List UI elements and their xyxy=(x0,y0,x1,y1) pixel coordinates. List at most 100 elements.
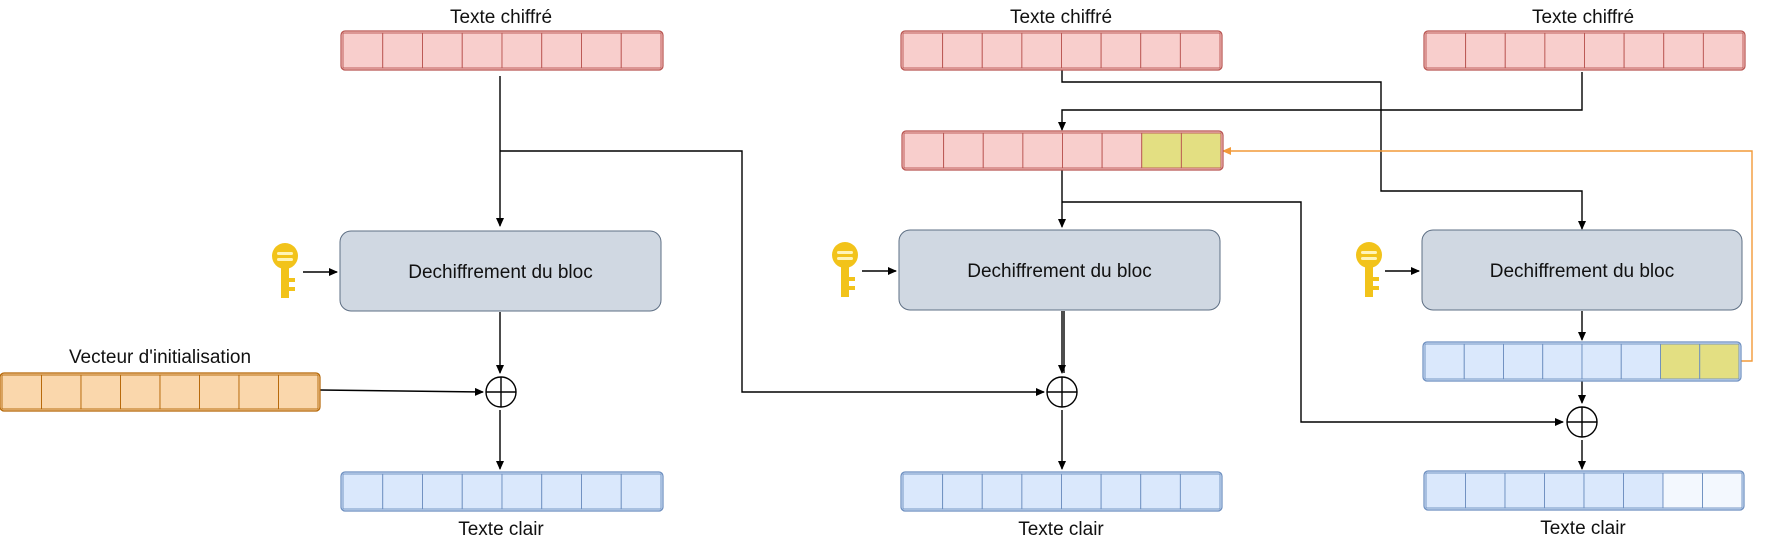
register-cell xyxy=(1702,32,1744,69)
register-cell xyxy=(1504,472,1545,509)
register-cell xyxy=(1699,343,1740,380)
register-cell xyxy=(1465,32,1506,69)
register-cell xyxy=(1623,32,1665,69)
register-cell xyxy=(943,132,984,169)
register-cell xyxy=(1620,343,1661,380)
register-cell xyxy=(1542,343,1583,380)
register-cell xyxy=(942,32,983,69)
register-cell xyxy=(1424,343,1465,380)
arrow-register-to-xor3 xyxy=(1062,201,1564,426)
register-cell xyxy=(620,32,662,69)
register-cell xyxy=(1623,472,1664,509)
register-cell xyxy=(1463,343,1504,380)
plaintext-label-3: Texte clair xyxy=(1540,518,1626,539)
register-cell xyxy=(1544,32,1585,69)
register-cell xyxy=(620,473,662,510)
register-cell xyxy=(1100,473,1142,510)
register-cell xyxy=(1660,343,1701,380)
register-cell xyxy=(501,32,543,69)
register-cell xyxy=(501,473,543,510)
key-icon xyxy=(1356,242,1382,297)
register-cell xyxy=(1061,32,1102,69)
register-cell xyxy=(1021,32,1062,69)
register-cell xyxy=(238,374,279,410)
register-cell xyxy=(1179,473,1221,510)
register-cell xyxy=(422,32,463,69)
iv-register xyxy=(0,372,321,412)
register-cell xyxy=(902,473,944,510)
register-cell xyxy=(581,32,622,69)
register-cell xyxy=(1140,473,1181,510)
ciphertext-register-3 xyxy=(1423,30,1746,71)
xor-icon xyxy=(485,376,517,408)
decrypt-block-3: Dechiffrement du bloc xyxy=(1421,229,1743,311)
connectors xyxy=(303,70,1586,470)
register-cell xyxy=(342,32,384,69)
ciphertext-label-2: Texte chiffré xyxy=(1010,7,1112,28)
registers xyxy=(0,30,1746,512)
plaintext-register-2 xyxy=(900,471,1223,512)
register-cell xyxy=(159,374,200,410)
register-cell xyxy=(1584,32,1625,69)
xor-icon xyxy=(1046,376,1078,408)
register-cell xyxy=(342,473,384,510)
feedback-arrow-output-to-register xyxy=(1222,147,1753,362)
register-cell xyxy=(41,374,82,410)
register-cell xyxy=(902,32,944,69)
key-icon xyxy=(832,242,858,297)
register-cell xyxy=(1179,32,1221,69)
ciphertext-register-1 xyxy=(340,30,664,71)
decrypt-block-2-label: Dechiffrement du bloc xyxy=(967,261,1151,282)
register-cell xyxy=(461,32,503,69)
plaintext-label-1: Texte clair xyxy=(458,519,544,540)
register-cell xyxy=(1425,472,1466,509)
ciphertext-label-3: Texte chiffré xyxy=(1532,7,1634,28)
iv-label: Vecteur d'initialisation xyxy=(69,347,251,368)
xor-icon xyxy=(1566,406,1598,438)
register-cell xyxy=(382,32,423,69)
register-cell xyxy=(1180,132,1222,169)
shift-register xyxy=(901,130,1224,171)
register-cell xyxy=(942,473,983,510)
register-cell xyxy=(981,473,1023,510)
register-cell xyxy=(903,132,945,169)
register-cell xyxy=(422,473,463,510)
arrow-ciphertext2-to-decrypt3 xyxy=(1061,70,1586,230)
plaintext-label-2: Texte clair xyxy=(1018,519,1104,540)
register-cell xyxy=(981,32,1023,69)
register-cell xyxy=(1425,32,1467,69)
register-cell xyxy=(278,374,319,410)
register-cell xyxy=(1702,472,1743,509)
register-cell xyxy=(1062,132,1103,169)
register-cell xyxy=(541,473,582,510)
decrypt-block-1-label: Dechiffrement du bloc xyxy=(408,262,592,283)
register-cell xyxy=(1141,132,1182,169)
register-cell xyxy=(1101,132,1143,169)
ciphertext-label-1: Texte chiffré xyxy=(450,7,552,28)
plaintext-register-3 xyxy=(1423,470,1745,511)
register-cell xyxy=(1465,472,1506,509)
register-cell xyxy=(1581,343,1622,380)
register-cell xyxy=(541,32,582,69)
ciphertext-register-2 xyxy=(900,30,1223,71)
plaintext-register-1 xyxy=(340,471,664,512)
register-cell xyxy=(1022,132,1063,169)
register-cell xyxy=(1504,32,1546,69)
decrypt-block-1: Dechiffrement du bloc xyxy=(339,230,662,312)
register-cell xyxy=(1,374,42,410)
decrypt-output-register xyxy=(1422,341,1742,382)
register-cell xyxy=(461,473,503,510)
register-cell xyxy=(581,473,622,510)
register-cell xyxy=(1583,472,1624,509)
register-cell xyxy=(1021,473,1062,510)
register-cell xyxy=(1544,472,1585,509)
decrypt-block-3-label: Dechiffrement du bloc xyxy=(1490,261,1674,282)
register-cell xyxy=(1503,343,1544,380)
register-cell xyxy=(982,132,1024,169)
register-cell xyxy=(1100,32,1142,69)
register-cell xyxy=(382,473,423,510)
register-cell xyxy=(1663,32,1704,69)
arrow-ciphertext3-to-register xyxy=(1058,72,1583,131)
arrow-ciphertext1-to-xor2 xyxy=(500,150,1045,396)
